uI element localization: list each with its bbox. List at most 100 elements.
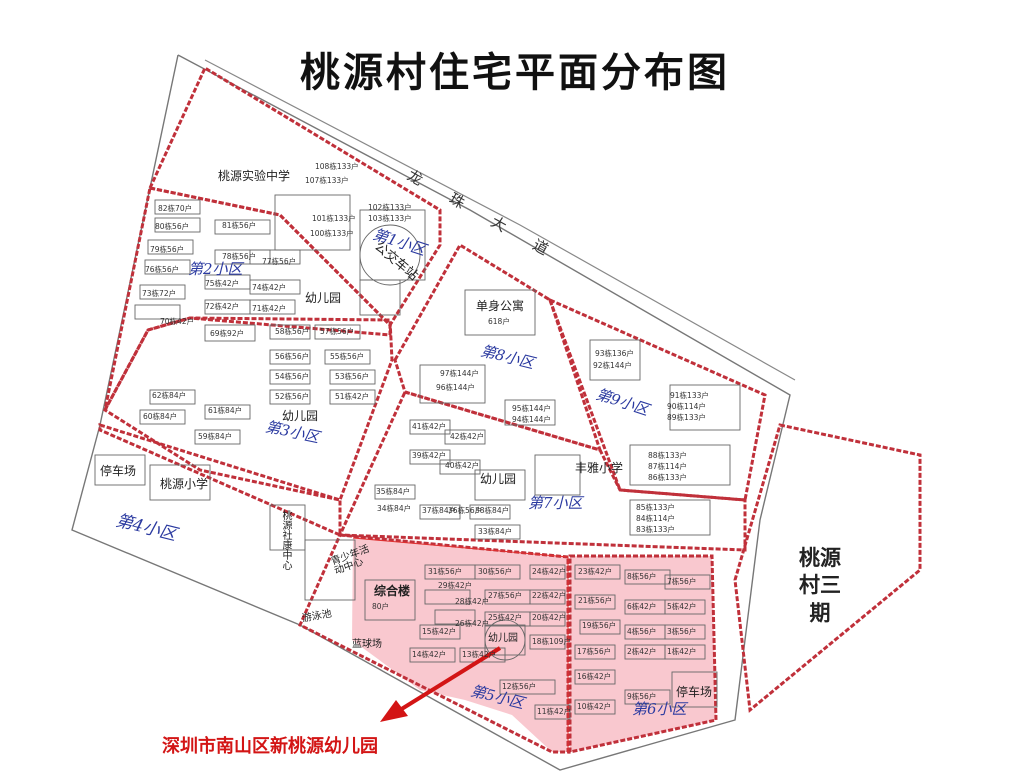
zone-5-highlight [352,535,568,752]
building-label: 87栋114户 [648,462,687,471]
zone-9-boundary [547,297,767,502]
building-label: 57栋56户 [320,327,355,336]
building-label: 39栋42户 [412,451,447,460]
building-label: 81栋56户 [222,221,257,230]
building-label: 88栋133户 [648,451,687,460]
callout-arrowhead [380,700,408,722]
dormitory-units: 618户 [488,317,510,326]
building-label: 83栋133户 [636,525,675,534]
building-label: 82栋70户 [158,204,193,213]
zone-label-6: 第6小区 [632,700,687,718]
zone-5-highlight-outline [352,537,569,752]
building-label: 41栋42户 [412,422,447,431]
kindergarten-label-zone5: 幼儿园 [488,633,518,644]
primary-school-yaxue-label: 丰雅小学 [575,461,624,475]
building-label: 79栋56户 [150,245,185,254]
building-label: 24栋42户 [532,567,567,576]
building-label: 8栋56户 [627,572,657,581]
building-label: 77栋56户 [262,257,297,266]
building-label: 14栋42户 [412,650,447,659]
kindergarten-label-zone3: 幼儿园 [282,409,319,423]
building-label: 17栋56户 [577,647,612,656]
building-label: 27栋56户 [488,591,523,600]
building-label: 33栋84户 [478,527,513,536]
building-label: 13栋42户 [462,650,497,659]
building-label: 42栋42户 [450,432,485,441]
zone-3-boundary [103,316,394,502]
building-label: 30栋56户 [478,567,513,576]
building-label: 26栋42户 [455,619,490,628]
building-label: 1栋42户 [667,647,697,656]
building-label: 91栋133户 [670,391,709,400]
kindergarten-label-zone7: 幼儿园 [480,472,517,486]
building-label: 103栋133户 [368,214,412,223]
kindergarten-callout: 深圳市南山区新桃源幼儿园 [162,736,378,757]
building-label: 71栋42户 [252,304,287,313]
building-label: 34栋84户 [377,504,412,513]
building-label: 53栋56户 [335,372,370,381]
building-label: 15栋42户 [422,627,457,636]
building-label: 92栋144户 [593,361,632,370]
building-label: 12栋56户 [502,682,537,691]
building-label: 25栋42户 [488,613,523,622]
building-label: 89栋133户 [667,413,706,422]
map-title: 桃源村住宅平面分布图 [300,50,730,96]
building-label: 11栋42户 [537,707,572,716]
building-label: 60栋84户 [143,412,178,421]
building-label: 22栋42户 [532,591,567,600]
building-label: 54栋56户 [275,372,310,381]
complex-label: 综合楼 [374,584,411,598]
building-label: 61栋84户 [208,406,243,415]
building-label: 96栋144户 [436,383,475,392]
building-label: 84栋114户 [636,514,675,523]
building-label: 85栋133户 [636,503,675,512]
building-label: 95栋144户 [512,404,551,413]
kindergarten-label-zone2: 幼儿园 [305,291,342,305]
building-label: 40栋42户 [445,461,480,470]
building-label: 94栋144户 [512,415,551,424]
zone-1-boundary [147,65,442,328]
health-center-label: 桃源社康中心 [280,510,291,570]
parking-label-zone6: 停车场 [676,685,713,699]
zone-4-boundary [98,422,342,538]
building-label: 101栋133户 [312,214,356,223]
building-label: 20栋42户 [532,613,567,622]
building-label: 86栋133户 [648,473,687,482]
building-label: 18栋109户 [532,637,571,646]
zone-6-boundary [568,554,718,754]
building-label: 58栋56户 [275,327,310,336]
middle-school-label: 桃源实验中学 [218,169,291,183]
site-outline [71,54,791,771]
building-label: 23栋42户 [578,567,613,576]
building-label: 38栋84户 [475,506,510,515]
complex-units: 80户 [372,602,390,611]
building-label: 19栋56户 [582,621,617,630]
building-label: 75栋42户 [205,279,240,288]
building-label: 28栋42户 [455,597,490,606]
building-label: 107栋133户 [305,176,349,185]
building-label: 29栋42户 [438,581,473,590]
building-label: 80栋56户 [155,222,190,231]
basketball-label: 蓝球场 [352,639,382,650]
zone-label-7: 第7小区 [528,494,583,512]
building-label: 9栋56户 [627,692,657,701]
building-label: 102栋133户 [368,203,412,212]
building-label: 6栋42户 [627,602,657,611]
building-label: 2栋42户 [627,647,657,656]
parking-label-west: 停车场 [100,464,137,478]
building-label: 7栋56户 [667,577,697,586]
building-label: 69栋92户 [210,329,245,338]
phase3-boundary [733,423,922,713]
building-label: 72栋42户 [205,302,240,311]
building-label: 62栋84户 [152,391,187,400]
building-label: 52栋56户 [275,392,310,401]
building-label: 100栋133户 [310,229,354,238]
building-label: 5栋42户 [667,602,697,611]
phase3-label: 桃源村三期 [799,546,841,625]
zone-label-2: 第2小区 [188,260,243,278]
building-label: 108栋133户 [315,162,359,171]
zone-8-boundary [393,242,603,453]
building-label: 56栋56户 [275,352,310,361]
building-label: 16栋42户 [577,672,612,681]
